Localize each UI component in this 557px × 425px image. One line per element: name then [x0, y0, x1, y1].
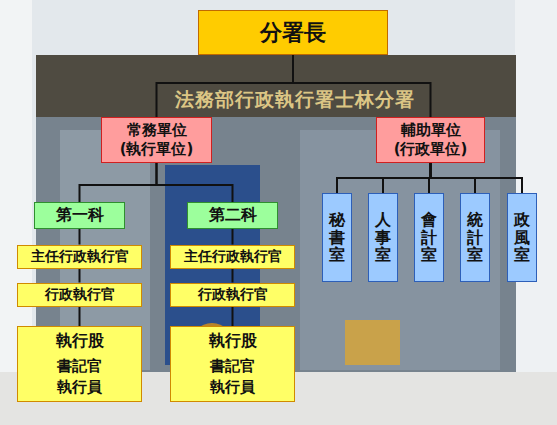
head-box: 分署長	[198, 10, 388, 55]
officer-box: 執行股書記官 執行員	[170, 326, 295, 402]
text-group: 統計室	[467, 211, 483, 264]
tree-connector	[79, 269, 81, 283]
office-box: 統計室	[460, 193, 490, 282]
text-group: 秘書室	[329, 211, 345, 264]
tree-connector	[232, 269, 234, 283]
unit-box: 常務單位 (執行單位)	[101, 117, 212, 163]
box-label: 主任行政執行官	[184, 248, 282, 266]
unit-box: 輔助單位 (行政單位)	[376, 117, 485, 163]
section-box: 第一科	[34, 202, 125, 229]
sign-band	[36, 55, 516, 117]
box-body: 書記官 執行員	[203, 356, 263, 397]
office-box: 人事室	[368, 193, 398, 282]
tree-connector	[79, 229, 81, 245]
text-group: 行政執行官	[45, 286, 115, 304]
officer-box: 執行股書記官 執行員	[17, 326, 142, 402]
text-group: 第二科	[209, 205, 257, 226]
box-body: 書記官 執行員	[50, 356, 110, 397]
text-group: 分署長	[260, 18, 326, 48]
section-box: 第二科	[187, 202, 278, 229]
tree-connector	[383, 163, 431, 193]
box-label: 執行股	[209, 331, 257, 352]
box-label: 執行股	[56, 331, 104, 352]
text-group: 會計室	[421, 211, 437, 264]
box-label: 會計室	[421, 211, 437, 264]
glass-pane	[300, 130, 500, 370]
text-group: 輔助單位 (行政單位)	[377, 121, 484, 159]
tree-connector	[232, 229, 234, 245]
poster	[345, 320, 400, 365]
box-label: 輔助單位 (行政單位)	[377, 121, 484, 159]
text-group: 執行股書記官 執行員	[50, 331, 110, 397]
text-group: 主任行政執行官	[184, 248, 282, 266]
box-label: 行政執行官	[45, 286, 115, 304]
box-label: 第一科	[56, 205, 104, 226]
box-label: 第二科	[209, 205, 257, 226]
box-label: 人事室	[375, 211, 391, 264]
tree-connector	[232, 307, 234, 327]
box-label: 常務單位 (執行單位)	[102, 121, 211, 159]
tree-connector	[431, 163, 523, 193]
text-group: 常務單位 (執行單位)	[102, 121, 211, 159]
text-group: 主任行政執行官	[31, 248, 129, 266]
tree-connector	[79, 307, 81, 327]
office-box: 政風室	[507, 193, 537, 282]
tree-connector	[157, 163, 233, 202]
tree-connector	[337, 163, 431, 193]
box-label: 政風室	[514, 211, 530, 264]
office-box: 秘書室	[322, 193, 352, 282]
box-label: 統計室	[467, 211, 483, 264]
text-group: 執行股書記官 執行員	[203, 331, 263, 397]
building-sign: 法務部行政執行署士林分署	[170, 87, 420, 113]
box-label: 行政執行官	[198, 286, 268, 304]
text-group: 政風室	[514, 211, 530, 264]
box-label: 分署長	[260, 18, 326, 48]
text-group: 第一科	[56, 205, 104, 226]
box-label: 主任行政執行官	[31, 248, 129, 266]
tree-connector	[80, 163, 157, 202]
text-group: 行政執行官	[198, 286, 268, 304]
office-box: 會計室	[414, 193, 444, 282]
officer-box: 主任行政執行官	[170, 245, 295, 269]
box-label: 秘書室	[329, 211, 345, 264]
officer-box: 行政執行官	[17, 283, 142, 307]
officer-box: 行政執行官	[170, 283, 295, 307]
officer-box: 主任行政執行官	[17, 245, 142, 269]
text-group: 人事室	[375, 211, 391, 264]
